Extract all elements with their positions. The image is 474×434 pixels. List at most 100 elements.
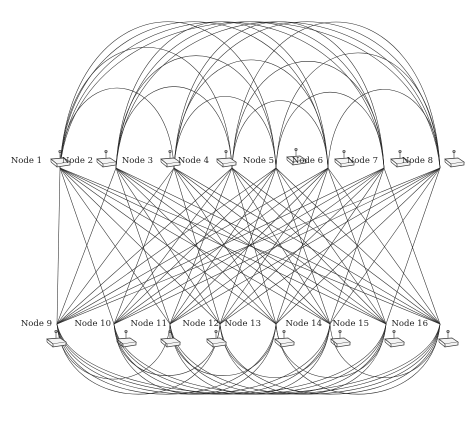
bottom-arc-link [56, 323, 277, 395]
link-line [113, 167, 277, 325]
link-line [275, 167, 387, 325]
bottom-arc-link [113, 323, 387, 395]
bottom-arc-link [169, 323, 331, 395]
top-arc-link [59, 21, 277, 169]
wireless-router-icon [330, 329, 351, 348]
bottom-arc-link [113, 323, 277, 395]
link-line [327, 167, 441, 325]
link-line [56, 167, 277, 325]
link-line [173, 167, 221, 325]
link-line [113, 167, 175, 325]
link-line [329, 167, 385, 325]
link-line [56, 167, 117, 325]
node-label: Node 4 [178, 156, 209, 166]
link-line [115, 167, 277, 325]
link-line [59, 167, 221, 325]
link-line [56, 167, 175, 325]
top-arc-link [231, 61, 385, 169]
bottom-arc-link [329, 323, 441, 378]
router-icons [46, 147, 465, 348]
wireless-router-icon [96, 149, 117, 168]
link-line [56, 167, 61, 325]
link-line [115, 167, 171, 325]
network-links [56, 21, 441, 395]
bottom-arc-link [56, 323, 441, 395]
bottom-arc-link [275, 323, 387, 378]
node-label: Node 14 [285, 319, 322, 329]
top-arc-link [115, 21, 385, 169]
bottom-arc-link [56, 323, 171, 380]
link-line [173, 167, 387, 325]
wireless-router-icon [384, 329, 405, 348]
link-line [231, 167, 277, 325]
link-line [231, 167, 387, 325]
wireless-router-icon [334, 149, 355, 168]
node-label: Node 5 [243, 156, 274, 166]
link-line [169, 167, 277, 325]
node-label: Node 9 [21, 319, 52, 329]
bottom-arc-link [56, 323, 331, 395]
wireless-router-icon [438, 329, 459, 348]
link-line [385, 167, 441, 325]
top-arc-link [275, 52, 441, 169]
bottom-arc-link [219, 323, 387, 395]
link-line [115, 167, 387, 325]
top-arc-link [59, 21, 441, 169]
node-label: Node 6 [292, 156, 323, 166]
wireless-router-icon [390, 149, 411, 168]
wireless-router-icon [160, 149, 181, 168]
node-label: Node 10 [74, 319, 111, 329]
link-line [219, 167, 441, 325]
link-line [56, 167, 441, 325]
link-line [59, 167, 171, 325]
bottom-arc-link [169, 323, 277, 376]
node-label: Node 8 [402, 156, 433, 166]
top-arc-link [59, 21, 385, 169]
wireless-router-icon [216, 149, 237, 168]
link-line [219, 167, 385, 325]
bottom-arc-link [169, 323, 441, 395]
wireless-router-icon [50, 149, 71, 168]
bottom-arc-link [169, 323, 387, 395]
link-line [169, 167, 441, 325]
link-line [173, 167, 277, 325]
link-line [173, 167, 441, 325]
link-line [59, 167, 115, 325]
node-label: Node 12 [182, 319, 219, 329]
bottom-arc-link [219, 323, 441, 395]
wireless-router-icon [286, 147, 307, 166]
node-label: Node 2 [62, 156, 93, 166]
node-label: Node 11 [130, 319, 167, 329]
link-line [329, 167, 441, 325]
link-line [113, 167, 233, 325]
bottom-arc-link [113, 323, 221, 376]
link-line [56, 167, 329, 325]
bottom-arc-link [219, 323, 331, 378]
link-line [56, 167, 385, 325]
node-label: Node 13 [224, 319, 261, 329]
node-label: Node 7 [347, 156, 378, 166]
link-line [231, 167, 441, 325]
node-label: Node 3 [122, 156, 153, 166]
link-line [231, 167, 331, 325]
link-line [115, 167, 441, 325]
bottom-arc-link [113, 323, 441, 395]
top-arc-link [231, 100, 329, 169]
top-arc-link [115, 55, 277, 169]
bottom-arc-link [56, 323, 221, 395]
link-line [115, 167, 221, 325]
link-line [275, 167, 331, 325]
link-line [173, 167, 331, 325]
link-line [275, 167, 441, 325]
link-line [56, 167, 233, 325]
link-line [219, 167, 329, 325]
wireless-router-icon [160, 329, 181, 348]
node-label: Node 15 [332, 319, 369, 329]
wireless-router-icon [274, 329, 295, 348]
link-line [383, 167, 441, 325]
wireless-router-icon [116, 329, 137, 348]
wireless-router-icon [46, 329, 67, 348]
link-line [59, 167, 441, 325]
